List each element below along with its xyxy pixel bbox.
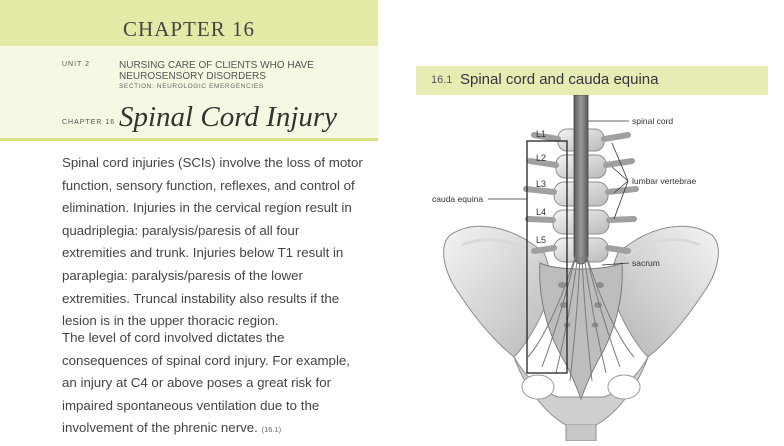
unit-title: NURSING CARE OF CLIENTS WHO HAVE NEUROSE… [119, 60, 359, 82]
spine-pelvis-illustration: L1 L2 L3 L4 L5 spinal cord lumbar verteb… [432, 94, 719, 442]
unit-tag: UNIT 2 [62, 61, 91, 68]
chapter-title: Spinal Cord Injury [119, 101, 338, 133]
label-sacrum: sacrum [632, 258, 660, 268]
leader-lumbar-4 [613, 180, 629, 220]
left-ilium [443, 225, 551, 358]
body-paragraph-1: Spinal cord injuries (SCIs) involve the … [62, 155, 363, 329]
leader-lumbar-1 [611, 142, 629, 182]
unit-title-line2: NEUROSENSORY DISORDERS [119, 71, 266, 82]
leader-sacrum [601, 262, 630, 266]
figure-header [416, 66, 768, 95]
cauda-equina-bracket [526, 140, 568, 374]
leader-lines [488, 120, 630, 266]
right-ilium [611, 225, 719, 358]
label-spinal-cord: spinal cord [632, 116, 673, 126]
chapter-tag: CHAPTER 16 [62, 119, 116, 126]
unit-title-line1: NURSING CARE OF CLIENTS WHO HAVE [119, 60, 314, 71]
level-l4: L4 [536, 207, 546, 217]
leader-lumbar-3 [613, 180, 629, 194]
label-lumbar-vertebrae: lumbar vertebrae [632, 176, 697, 186]
header-divider [0, 138, 378, 141]
chapter-header [0, 46, 378, 138]
chapter-label: CHAPTER 16 [123, 17, 255, 41]
spinal-cord-shape [573, 94, 589, 265]
level-l1: L1 [536, 129, 546, 139]
level-l5: L5 [536, 235, 546, 245]
leader-lumbar-2 [611, 166, 629, 182]
section-label: SECTION: NEUROLOGIC EMERGENCIES [119, 83, 264, 90]
pubic-region [513, 356, 649, 442]
body-paragraph-2: The level of cord involved dictates the … [62, 327, 367, 442]
cauda-equina-roots [527, 254, 635, 382]
level-l2: L2 [536, 153, 546, 163]
figure-number: 16.1 [431, 74, 453, 86]
figure-illustration: L1 L2 L3 L4 L5 spinal cord lumbar verteb… [416, 94, 768, 442]
figure-title: Spinal cord and cauda equina [460, 71, 659, 88]
label-cauda-equina: cauda equina [432, 194, 483, 204]
figure-reference[interactable]: (16.1) [261, 425, 282, 435]
level-l3: L3 [536, 179, 546, 189]
paragraph-2-text: The level of cord involved dictates the … [62, 330, 350, 436]
chapter-band [0, 0, 378, 46]
sacrum-bone [539, 262, 623, 401]
